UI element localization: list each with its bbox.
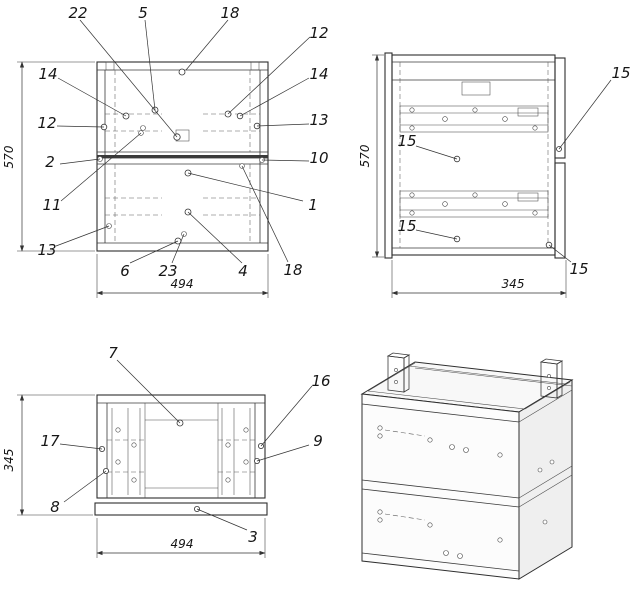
callout-label: 23 bbox=[158, 262, 177, 280]
callout-label: 6 bbox=[120, 262, 130, 280]
callout-label: 18 bbox=[220, 4, 239, 22]
isometric-view bbox=[360, 352, 574, 580]
callout-label: 14 bbox=[309, 65, 328, 83]
dimension-label: 494 bbox=[171, 537, 194, 551]
iso-side-face-details bbox=[518, 389, 573, 525]
front-dimension-width: 494 bbox=[96, 254, 269, 298]
top-view: 7 16 17 9 8 3 345 494 bbox=[2, 344, 331, 558]
callout-label: 15 bbox=[397, 217, 416, 235]
callout-label: 4 bbox=[238, 262, 248, 280]
callout-label: 10 bbox=[309, 149, 328, 167]
side-fitting-holes bbox=[453, 146, 562, 249]
front-leader-lines bbox=[55, 19, 311, 264]
front-callout-labels: 22 5 18 12 14 14 12 13 2 10 11 1 13 6 23… bbox=[37, 4, 328, 280]
dimension-label: 570 bbox=[2, 145, 16, 168]
dimension-label: 345 bbox=[2, 449, 16, 472]
top-slide-rails bbox=[107, 408, 255, 495]
callout-label: 18 bbox=[283, 261, 302, 279]
front-carcass-outline bbox=[96, 61, 269, 252]
dimension-label: 345 bbox=[502, 277, 525, 291]
callout-label: 5 bbox=[138, 4, 148, 22]
callout-label: 15 bbox=[397, 132, 416, 150]
side-drawer-slide-upper bbox=[399, 105, 549, 133]
top-dimension-width: 494 bbox=[96, 518, 266, 558]
callout-label: 12 bbox=[37, 114, 56, 132]
top-carcass-outline bbox=[94, 394, 268, 516]
callout-label: 8 bbox=[50, 498, 60, 516]
callout-label: 9 bbox=[313, 432, 323, 450]
side-drawer-slide-lower bbox=[399, 190, 549, 218]
side-dimension-height: 570 bbox=[358, 54, 384, 258]
front-view: 22 5 18 12 14 14 12 13 2 10 11 1 13 6 23… bbox=[2, 4, 329, 298]
callout-label: 12 bbox=[309, 24, 328, 42]
iso-back-posts bbox=[386, 352, 564, 399]
side-dimension-depth: 345 bbox=[391, 260, 567, 298]
callout-label: 11 bbox=[42, 196, 61, 214]
callout-label: 13 bbox=[309, 111, 328, 129]
side-callout-labels: 15 15 15 15 bbox=[397, 64, 630, 278]
top-dimension-depth: 345 bbox=[2, 394, 95, 516]
front-hidden-lines bbox=[105, 70, 260, 243]
callout-label: 7 bbox=[108, 344, 118, 362]
iso-top-face-details bbox=[367, 362, 573, 410]
callout-label: 15 bbox=[569, 260, 588, 278]
callout-label: 1 bbox=[308, 196, 318, 214]
dimension-label: 494 bbox=[171, 277, 194, 291]
iso-body-faces bbox=[360, 361, 574, 580]
dimension-label: 570 bbox=[358, 144, 372, 167]
callout-label: 22 bbox=[68, 4, 87, 22]
callout-label: 2 bbox=[45, 153, 55, 171]
callout-label: 3 bbox=[248, 528, 258, 546]
top-leader-lines bbox=[59, 359, 313, 531]
side-carcass-outline bbox=[384, 52, 566, 259]
callout-label: 14 bbox=[38, 65, 57, 83]
side-view: 15 15 15 15 570 345 bbox=[358, 52, 631, 298]
callout-label: 13 bbox=[37, 241, 56, 259]
callout-label: 17 bbox=[40, 432, 60, 450]
front-dimension-height: 570 bbox=[2, 61, 95, 252]
iso-front-face-details bbox=[361, 403, 520, 572]
side-leader-lines bbox=[415, 79, 612, 263]
callout-label: 15 bbox=[611, 64, 630, 82]
callout-label: 16 bbox=[311, 372, 330, 390]
top-callout-labels: 7 16 17 9 8 3 bbox=[40, 344, 330, 546]
